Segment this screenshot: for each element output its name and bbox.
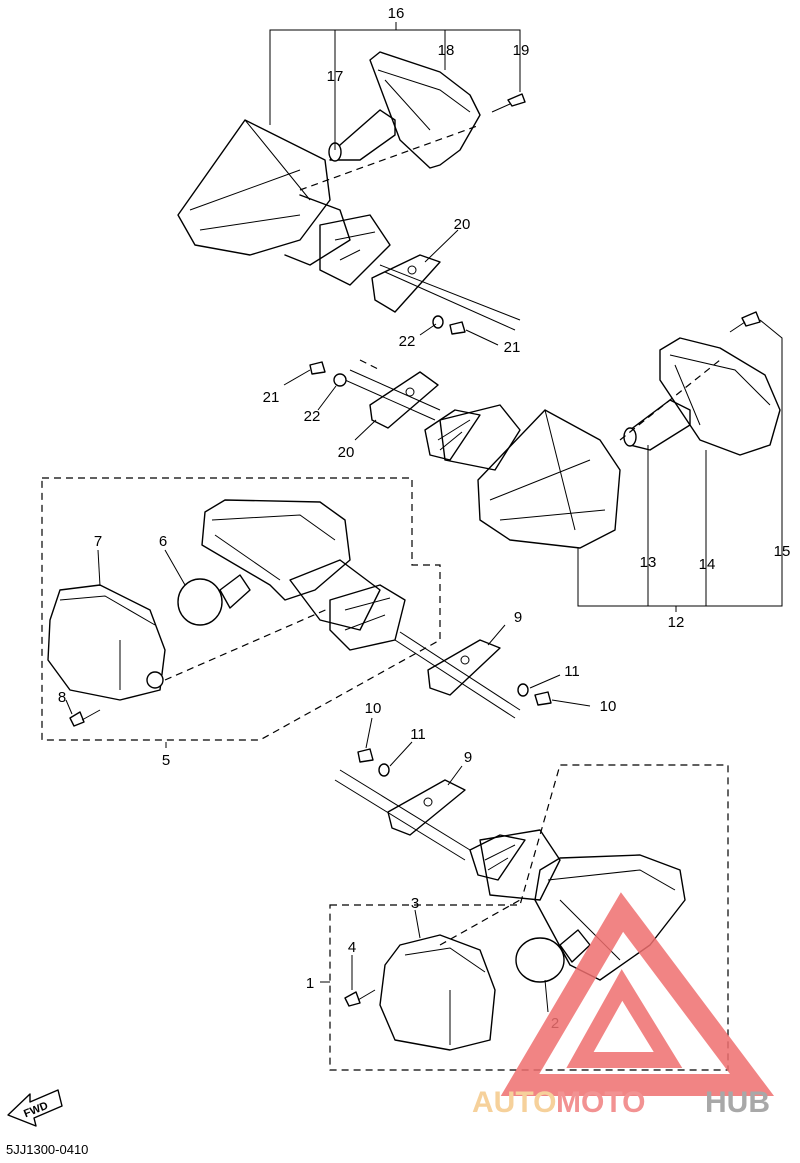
callout-12: 12 <box>668 614 685 631</box>
callout-13: 13 <box>640 554 657 571</box>
callout-6: 6 <box>159 533 167 550</box>
callout-21: 21 <box>263 389 280 406</box>
callout-4: 4 <box>348 939 356 956</box>
callout-19: 19 <box>513 42 530 59</box>
callout-9: 9 <box>464 749 472 766</box>
watermark-moto: MOTO <box>556 1086 645 1119</box>
callout-leaders-left <box>65 549 591 748</box>
callout-1: 1 <box>306 975 314 992</box>
diagram-code: 5JJ1300-0410 <box>6 1142 88 1157</box>
callout-8: 8 <box>58 689 66 706</box>
callout-10: 10 <box>600 698 617 715</box>
callout-numbers: 1 2 3 4 5 6 7 8 9 9 10 10 11 11 12 13 14… <box>58 5 791 1032</box>
callout-15: 15 <box>774 543 791 560</box>
callout-16: 16 <box>388 5 405 22</box>
callout-leaders-right <box>283 319 783 612</box>
callout-7: 7 <box>94 533 102 550</box>
fwd-arrow-icon: FWD <box>7 1089 63 1127</box>
callout-14: 14 <box>699 556 716 573</box>
callout-20: 20 <box>338 444 355 461</box>
callout-3: 3 <box>411 895 419 912</box>
callout-11: 11 <box>564 663 580 680</box>
callout-22: 22 <box>304 408 321 425</box>
callout-10: 10 <box>365 700 382 717</box>
automotohub-watermark: AUTO MOTO HUB <box>472 892 775 1119</box>
turn-signal-assembly-top <box>177 51 526 335</box>
watermark-hub: HUB <box>705 1086 770 1119</box>
callout-17: 17 <box>327 68 344 85</box>
callout-9: 9 <box>514 609 522 626</box>
callout-20: 20 <box>454 216 471 233</box>
callout-5: 5 <box>162 752 170 769</box>
callout-22: 22 <box>399 333 416 350</box>
turn-signal-assembly-left <box>41 477 552 741</box>
callout-21: 21 <box>504 339 521 356</box>
callout-18: 18 <box>438 42 455 59</box>
turn-signal-assembly-bottom <box>329 748 729 1071</box>
callout-11: 11 <box>410 726 426 743</box>
turn-signal-assembly-right <box>309 311 781 549</box>
watermark-triangle-icon <box>500 892 775 1096</box>
callout-leaders-bottom <box>320 717 549 1013</box>
callout-leaders-top <box>269 22 521 346</box>
watermark-auto: AUTO <box>472 1086 556 1119</box>
